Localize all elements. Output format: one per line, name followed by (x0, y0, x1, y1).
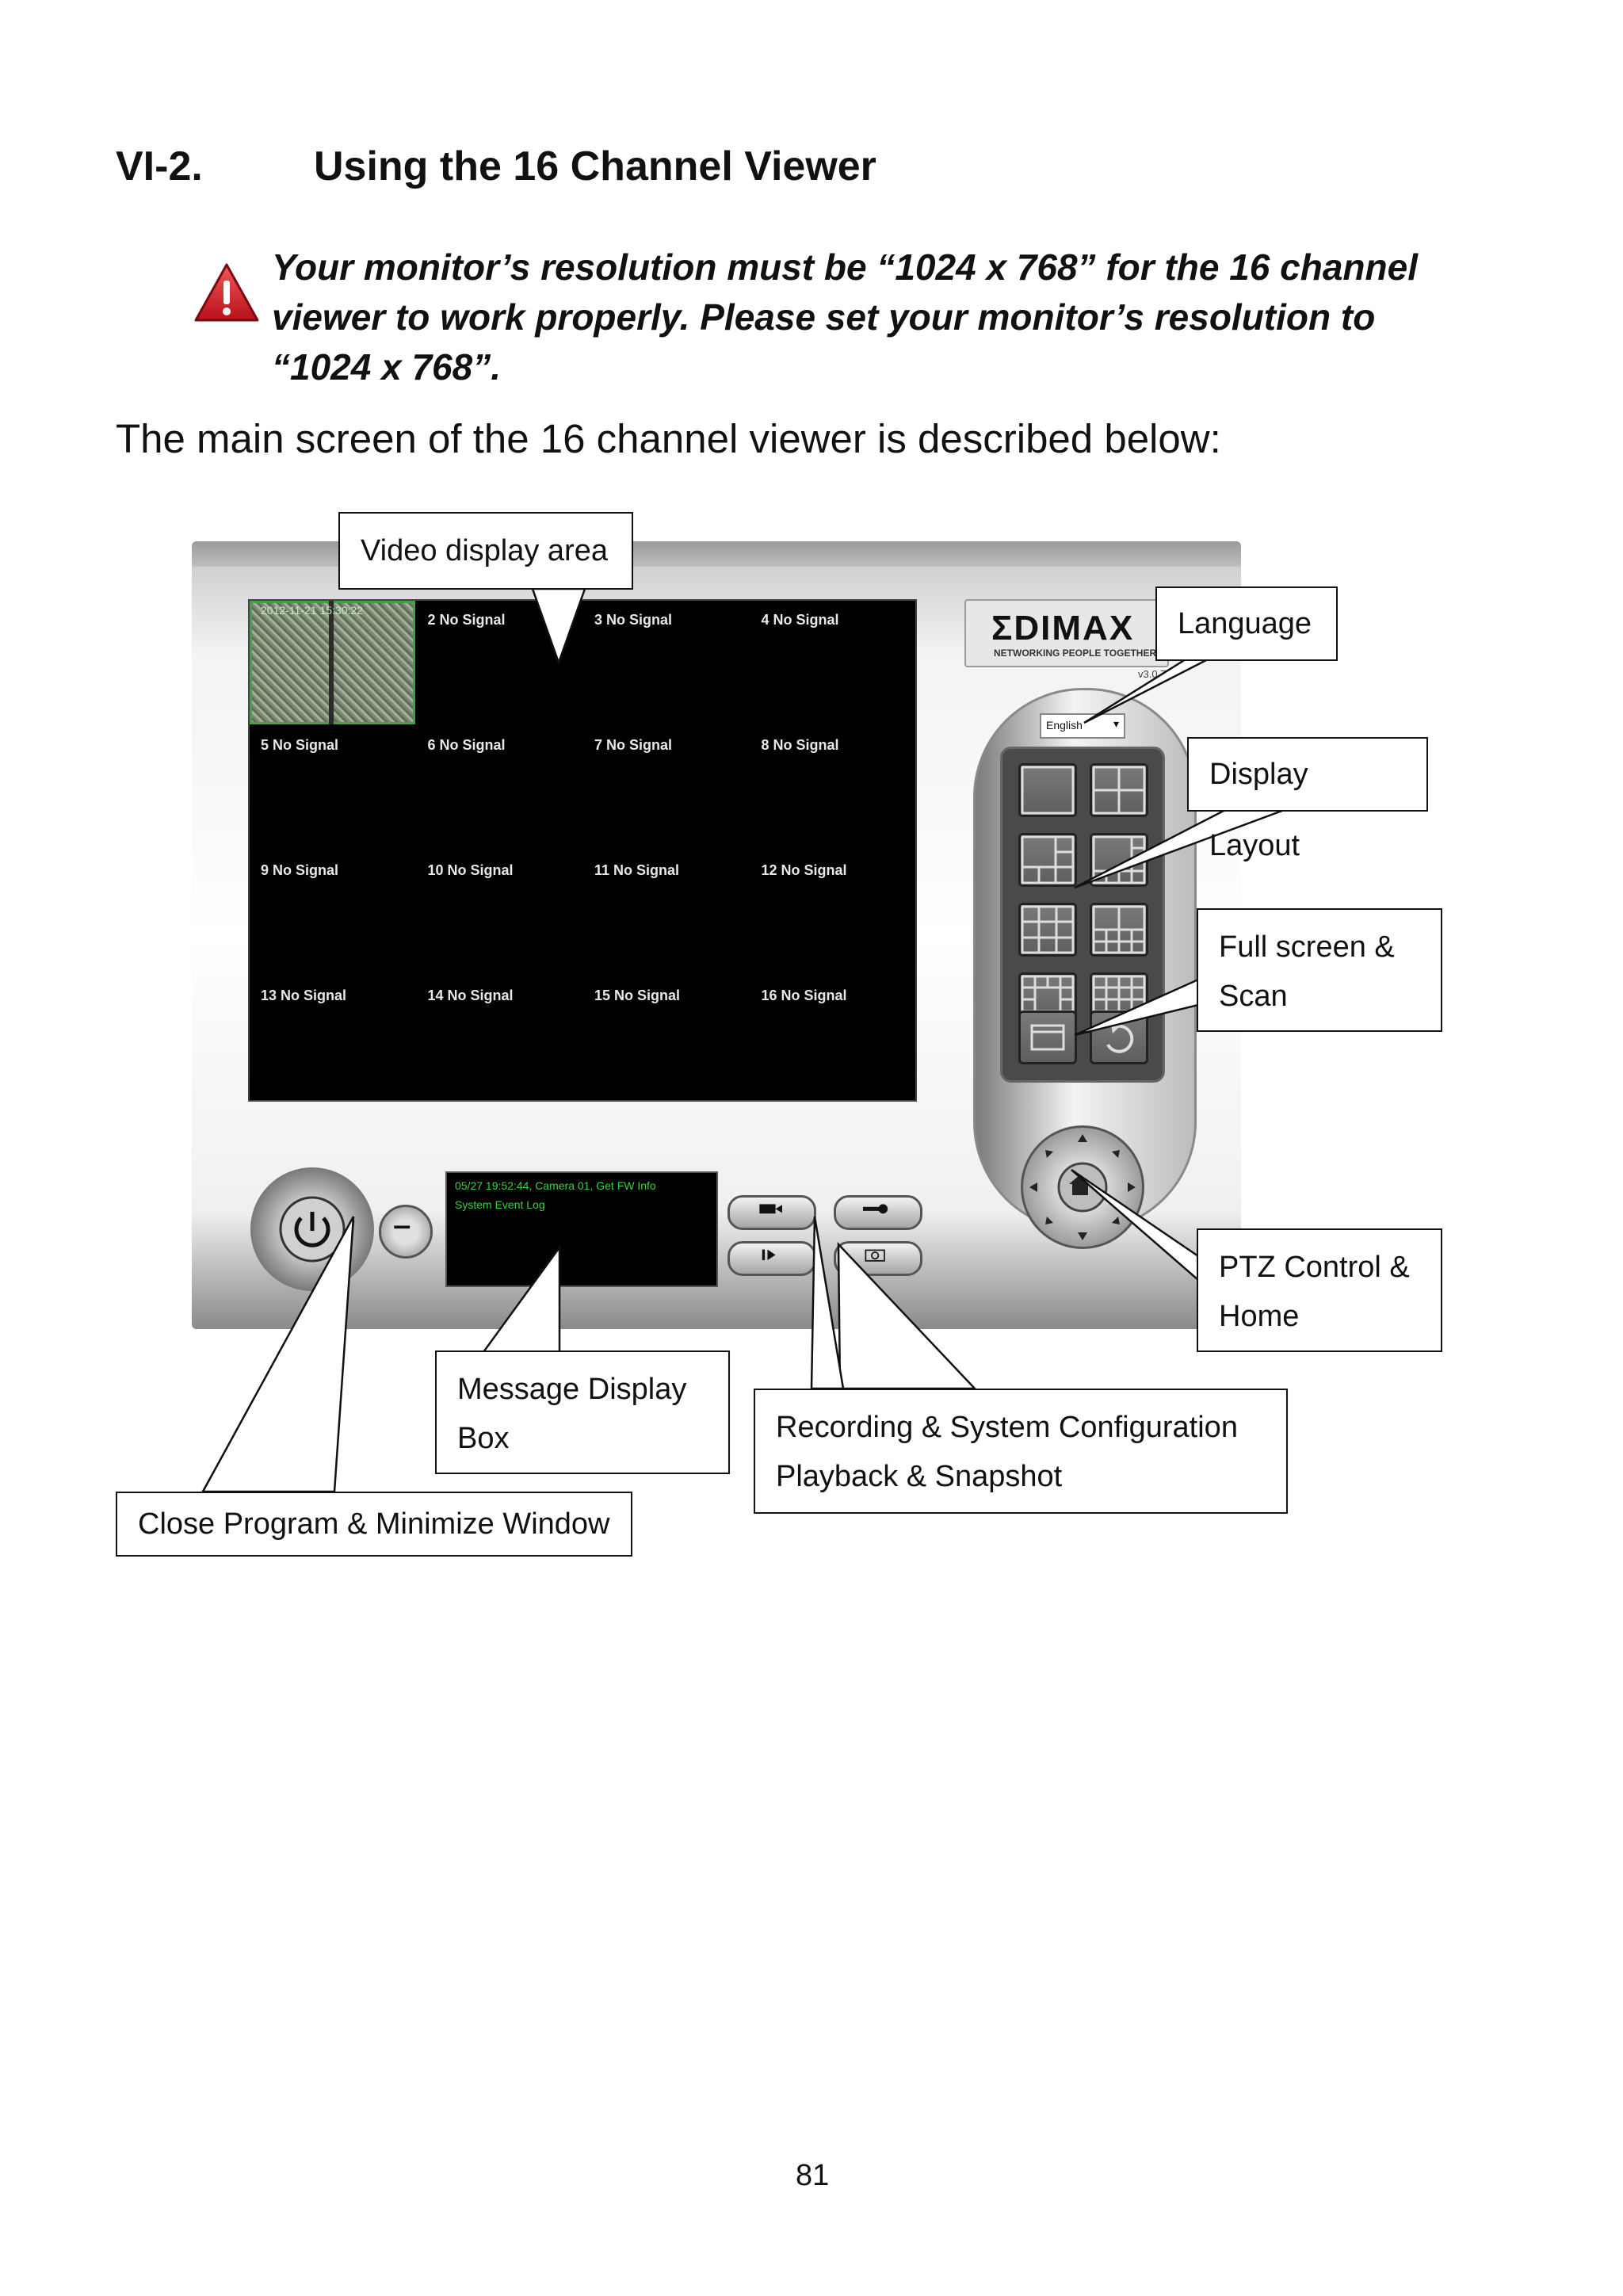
callout-display-layout: Display Layout (1187, 737, 1428, 862)
channel-cell[interactable]: 15 No Signal (583, 976, 749, 1100)
channel-label: 15 No Signal (594, 988, 681, 1003)
intro-paragraph: The main screen of the 16 channel viewer… (116, 416, 1221, 461)
callout-line: Full screen & (1219, 930, 1395, 964)
callout-line: Playback & Snapshot (776, 1460, 1063, 1493)
channel-cell[interactable]: 14 No Signal (416, 976, 582, 1100)
layout-9-icon (1021, 905, 1075, 954)
channel-cell[interactable]: 16 No Signal (750, 976, 915, 1100)
callout-ptz-control-home: PTZ Control & Home (1197, 1228, 1442, 1352)
channel-cell[interactable]: 6 No Signal (416, 726, 582, 850)
channel-label: 2 No Signal (427, 612, 506, 628)
callout-full-screen-scan: Full screen & Scan (1197, 908, 1442, 1032)
channel-label: 9 No Signal (261, 862, 339, 878)
warning-triangle-icon (193, 262, 261, 325)
channel-label: 11 No Signal (594, 862, 680, 878)
layout-1-icon (1021, 766, 1075, 815)
channel-label: 4 No Signal (761, 612, 839, 628)
language-value: English (1046, 719, 1083, 732)
channel-1-timestamp: 2012-11-21 15:30:22 (261, 604, 363, 617)
channel-cell[interactable]: 4 No Signal (750, 601, 915, 724)
channel-label: 8 No Signal (761, 737, 839, 753)
layout-1-button[interactable] (1018, 763, 1077, 817)
page-number: 81 (796, 2159, 830, 2192)
callout-line: Scan (1219, 980, 1288, 1013)
message-line: 05/27 19:52:44, Camera 01, Get FW Info (455, 1179, 656, 1192)
callout-language: Language (1155, 586, 1338, 661)
channel-label: 3 No Signal (594, 612, 673, 628)
channel-cell[interactable]: 9 No Signal (250, 851, 415, 975)
section-number: VI-2. (116, 143, 203, 189)
video-display-grid: 2012-11-21 15:30:22 2 No Signal 3 No Sig… (248, 599, 917, 1102)
channel-cell[interactable]: 10 No Signal (416, 851, 582, 975)
warning-line: Your monitor’s resolution must be “1024 … (272, 246, 1418, 288)
channel-label: 13 No Signal (261, 988, 347, 1003)
layout-10-button[interactable] (1090, 903, 1148, 957)
minus-icon (394, 1225, 411, 1229)
full-screen-button[interactable] (1018, 1010, 1077, 1064)
channel-label: 12 No Signal (761, 862, 847, 878)
callout-video-display-area: Video display area (338, 512, 633, 590)
callout-line: Message Display (457, 1373, 687, 1406)
camera-icon (865, 1249, 885, 1262)
wrench-icon (863, 1204, 888, 1214)
warning-line: “1024 x 768”. (272, 346, 502, 388)
callout-line: Recording & System Configuration (776, 1411, 1238, 1444)
layout-6-button[interactable] (1018, 833, 1077, 887)
channel-cell[interactable]: 3 No Signal (583, 601, 749, 724)
playback-button[interactable] (727, 1241, 816, 1276)
channel-cell[interactable]: 12 No Signal (750, 851, 915, 975)
callout-recording-configuration: Recording & System Configuration Playbac… (754, 1389, 1288, 1514)
callout-line: PTZ Control & (1219, 1251, 1410, 1284)
channel-1-video[interactable]: 2012-11-21 15:30:22 (250, 601, 415, 724)
channel-cell[interactable]: 5 No Signal (250, 726, 415, 850)
language-select[interactable]: English ▾ (1040, 713, 1125, 739)
warning-line: viewer to work properly. Please set your… (272, 296, 1376, 338)
edimax-logo: ΣDIMAX (991, 609, 1135, 648)
layout-10-icon (1092, 905, 1146, 954)
layout-6-icon (1021, 835, 1075, 884)
logo-tagline: NETWORKING PEOPLE TOGETHER (994, 648, 1157, 659)
layout-4-button[interactable] (1090, 763, 1148, 817)
chevron-down-icon: ▾ (1113, 717, 1119, 730)
close-program-button[interactable] (250, 1167, 374, 1291)
minimize-window-button[interactable] (379, 1205, 433, 1259)
video-camera-icon (759, 1204, 782, 1214)
recording-button[interactable] (727, 1195, 816, 1230)
snapshot-button[interactable] (834, 1241, 922, 1276)
channel-cell[interactable]: 13 No Signal (250, 976, 415, 1100)
channel-cell[interactable]: 11 No Signal (583, 851, 749, 975)
warning-text: Your monitor’s resolution must be “1024 … (272, 243, 1445, 392)
callout-line: Home (1219, 1300, 1300, 1333)
channel-label: 10 No Signal (427, 862, 514, 878)
system-configuration-button[interactable] (834, 1195, 922, 1230)
message-line: System Event Log (455, 1198, 545, 1211)
channel-label: 5 No Signal (261, 737, 339, 753)
callout-line: Box (457, 1422, 510, 1455)
callout-message-display-box: Message Display Box (435, 1350, 730, 1474)
power-icon (279, 1196, 346, 1263)
full-screen-icon (1030, 1024, 1065, 1051)
play-icon (762, 1249, 776, 1261)
layout-9-button[interactable] (1018, 903, 1077, 957)
channel-label: 16 No Signal (761, 988, 847, 1003)
section-title: Using the 16 Channel Viewer (314, 143, 876, 189)
callout-close-minimize: Close Program & Minimize Window (116, 1492, 632, 1557)
display-layout-panel (1000, 747, 1165, 1083)
channel-label: 6 No Signal (427, 737, 506, 753)
channel-cell[interactable]: 7 No Signal (583, 726, 749, 850)
channel-label: 14 No Signal (427, 988, 514, 1003)
channel-label: 7 No Signal (594, 737, 673, 753)
layout-4-icon (1092, 766, 1146, 815)
message-display-box: 05/27 19:52:44, Camera 01, Get FW Info S… (445, 1171, 718, 1287)
channel-cell[interactable]: 8 No Signal (750, 726, 915, 850)
logo-panel (964, 599, 1169, 667)
